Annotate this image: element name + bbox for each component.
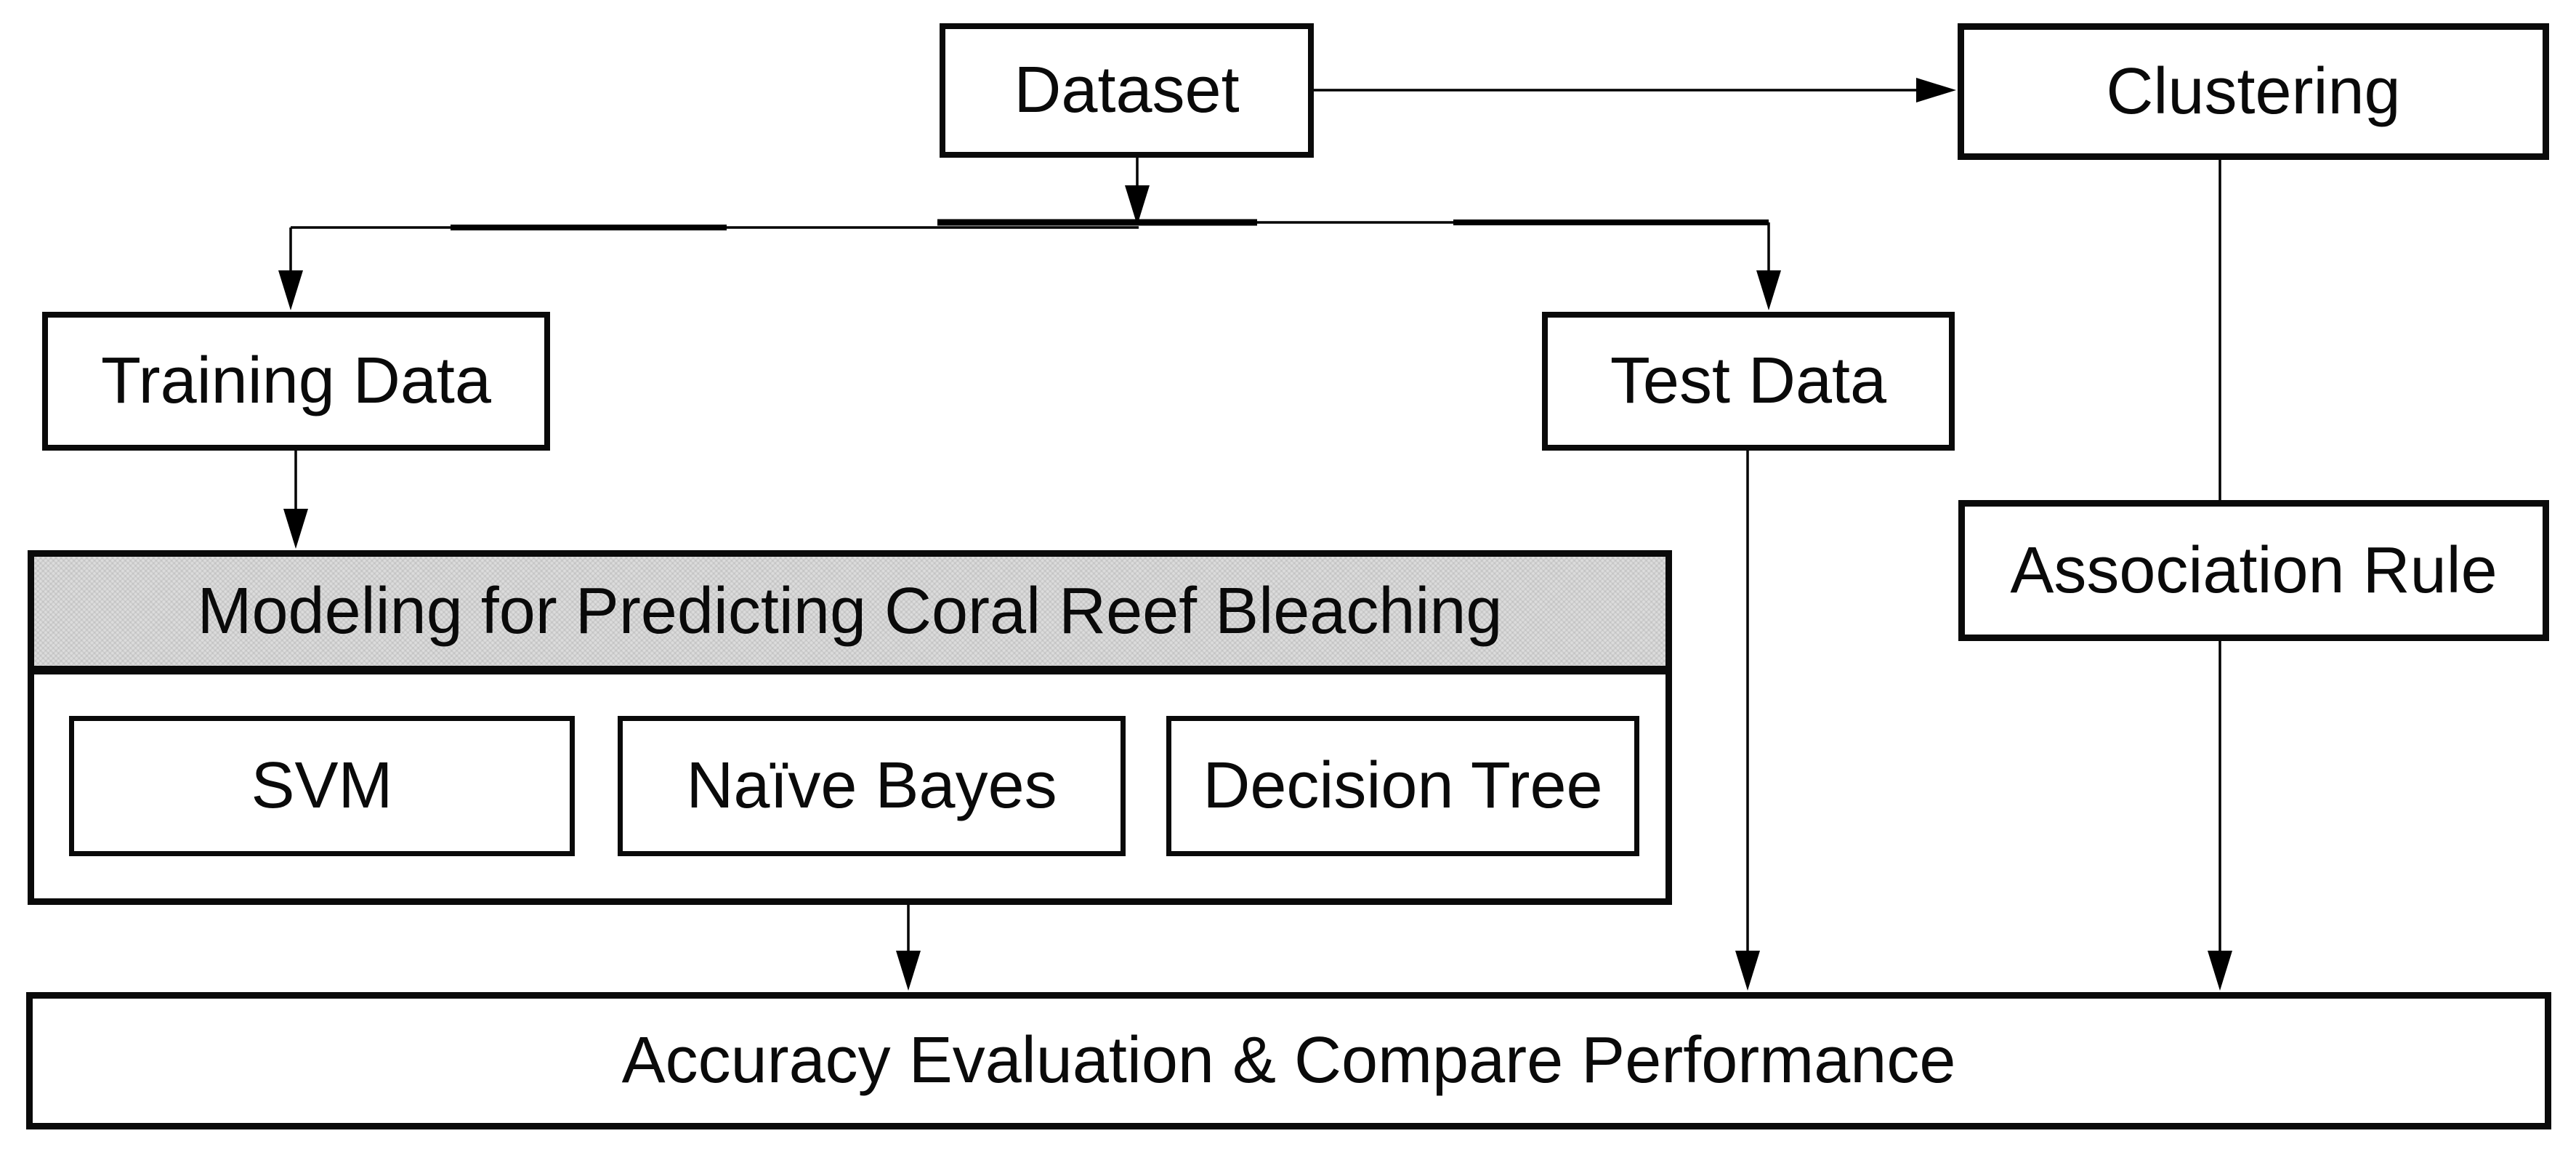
arrowhead-dataset-branch [1125,185,1150,225]
arrowhead-modeling-accuracy [896,951,921,991]
node-naive-bayes-label: Naïve Bayes [686,749,1057,822]
node-accuracy-evaluation: Accuracy Evaluation & Compare Performanc… [26,992,2551,1129]
node-test-data-label: Test Data [1610,345,1887,417]
arrowhead-into-test-data [1756,270,1781,310]
node-decision-tree-label: Decision Tree [1203,749,1603,822]
arrowhead-test-accuracy [1735,951,1760,991]
node-training-data-label: Training Data [101,345,491,417]
node-accuracy-evaluation-label: Accuracy Evaluation & Compare Performanc… [621,1024,1956,1097]
node-dataset: Dataset [940,23,1314,158]
node-dataset-label: Dataset [1014,54,1240,126]
arrowhead-into-clustering [1916,78,1956,102]
node-training-data: Training Data [42,312,550,451]
node-test-data: Test Data [1542,312,1955,451]
arrowhead-into-modeling [283,509,308,549]
node-association-rule-label: Association Rule [2010,533,2498,607]
node-naive-bayes: Naïve Bayes [618,716,1126,856]
arrowhead-association-accuracy [2208,951,2232,991]
node-svm-label: SVM [251,749,393,822]
node-decision-tree: Decision Tree [1166,716,1639,856]
arrowhead-into-training-data [278,270,303,310]
node-association-rule: Association Rule [1958,500,2549,641]
node-clustering: Clustering [1958,23,2549,160]
node-clustering-label: Clustering [2106,55,2401,128]
node-modeling-header-label: Modeling for Predicting Coral Reef Bleac… [197,574,1503,648]
node-modeling-header: Modeling for Predicting Coral Reef Bleac… [34,557,1665,674]
node-svm: SVM [69,716,575,856]
